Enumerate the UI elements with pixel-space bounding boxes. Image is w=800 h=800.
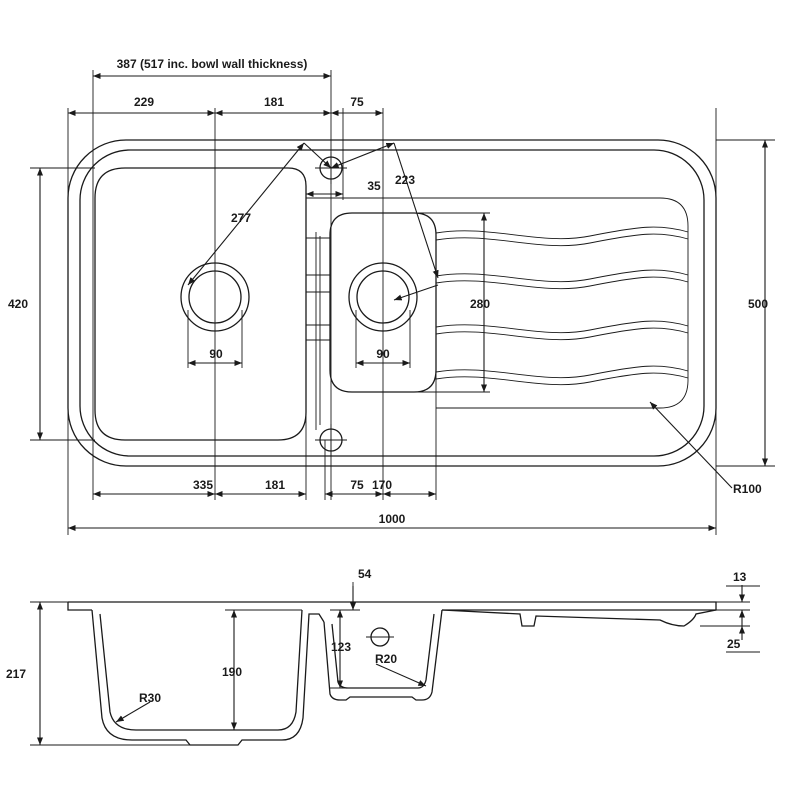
section-small-bowl — [323, 609, 443, 701]
dim-line — [393, 142, 439, 279]
drainer-groove — [435, 233, 689, 247]
dim-bowl-depth: 190 — [222, 665, 242, 679]
dim-line — [303, 142, 332, 169]
dim-overall-depth: 500 — [748, 297, 768, 311]
section-large-bowl — [91, 609, 325, 746]
dim-diag-large-bowl: 277 — [231, 211, 251, 225]
drainer-groove — [435, 327, 689, 341]
dim-overflow-top: 54 — [358, 567, 372, 581]
dim-rim-thickness: 13 — [733, 570, 747, 584]
dim-line — [393, 284, 439, 301]
dim-bowl-width-note: 387 (517 inc. bowl wall thickness) — [117, 57, 308, 71]
dim-height-large-bowl: 420 — [8, 297, 28, 311]
dim-bowl-radius: R30 — [139, 691, 161, 705]
sink-outline — [67, 139, 717, 467]
section-large-bowl-inner — [99, 609, 303, 731]
dim-waste-small: 90 — [376, 347, 390, 361]
dim-overflow-radius: R20 — [375, 652, 397, 666]
dim-tap-gap: 35 — [367, 179, 381, 193]
dim-diag-small-bowl: 223 — [395, 173, 415, 187]
radius-leader — [115, 701, 151, 723]
dim-height-small-bowl: 280 — [470, 297, 490, 311]
dim-bottom-small-bowl: 170 — [372, 478, 392, 492]
divider-ridge — [315, 232, 321, 430]
dim-waste-large: 90 — [209, 347, 223, 361]
dim-overall-length: 1000 — [379, 512, 406, 526]
section-view: 54 13 217 190 123 R20 R30 25 — [6, 567, 760, 746]
bowl-divider — [306, 197, 689, 409]
dim-line — [187, 142, 305, 286]
dim-bottom-overflow: 75 — [350, 478, 364, 492]
drainer-groove — [435, 372, 689, 386]
drainer-groove — [435, 365, 689, 379]
sink-inner-rim — [79, 149, 705, 457]
dim-drainer-step: 25 — [727, 637, 741, 651]
dim-overall-height: 217 — [6, 667, 26, 681]
section-rim — [67, 601, 717, 611]
large-bowl — [94, 167, 307, 441]
radius-leader — [649, 401, 733, 489]
section-drainer — [441, 609, 717, 627]
dim-centre-to-tap: 181 — [264, 95, 284, 109]
radius-leader — [375, 663, 427, 687]
dim-bottom-large-bowl: 335 — [193, 478, 213, 492]
section-overflow-hole — [366, 627, 394, 647]
dim-bottom-centre: 181 — [265, 478, 285, 492]
plan-view: 387 (517 inc. bowl wall thickness) 229 1… — [8, 57, 775, 535]
drainer-groove — [435, 226, 689, 240]
dim-tap-hole-width: 75 — [350, 95, 364, 109]
dim-left-offset: 229 — [134, 95, 154, 109]
dim-corner-radius: R100 — [733, 482, 762, 496]
dim-line — [330, 142, 395, 169]
drainer-groove — [435, 269, 689, 283]
dim-small-bowl-depth: 123 — [331, 640, 351, 654]
drainer-groove — [435, 320, 689, 334]
divider-ribs — [306, 237, 330, 341]
drainer-groove — [435, 276, 689, 290]
